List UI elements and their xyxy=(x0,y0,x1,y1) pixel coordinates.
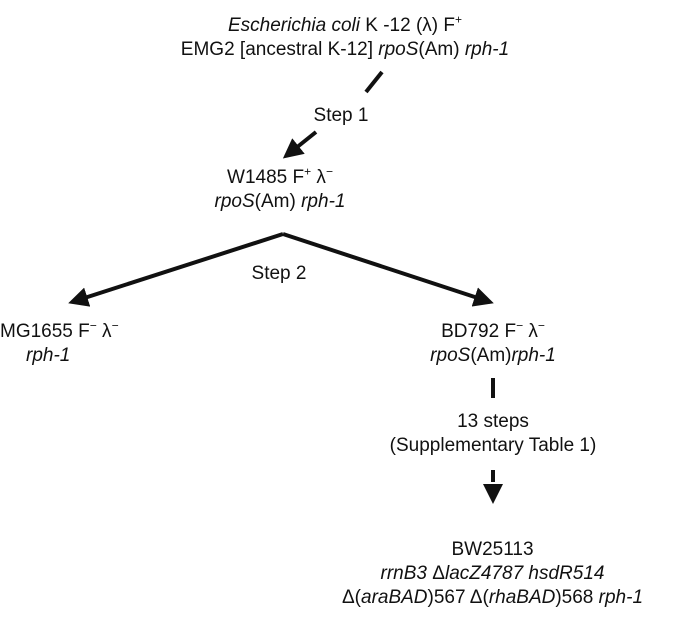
mg1655-lambda: λ xyxy=(96,321,112,342)
node-13-steps: 13 steps (Supplementary Table 1) xyxy=(363,410,623,458)
arrow-w1485-to-mg1655 xyxy=(68,232,284,307)
step2-label: Step 2 xyxy=(251,263,307,284)
bw-araBAD: araBAD xyxy=(361,587,428,608)
strain-label: K -12 (λ) F xyxy=(359,15,455,36)
bw-rph: rph-1 xyxy=(598,587,644,608)
bw-lacZ-hsdR: lacZ4787 hsdR514 xyxy=(444,563,605,584)
node-mg1655: MG1655 F− λ− rph-1 xyxy=(0,320,170,368)
node-w1485: W1485 F+ λ− rpoS(Am) rph-1 xyxy=(180,166,380,214)
amber-label: (Am) xyxy=(418,39,465,60)
bd792-name: BD792 F xyxy=(441,321,517,342)
w1485-rpoS: rpoS xyxy=(214,191,255,212)
w1485-rph: rph-1 xyxy=(301,191,346,212)
bd792-sup2: − xyxy=(537,318,545,333)
mg1655-name: MG1655 F xyxy=(0,321,90,342)
steps13-line2: (Supplementary Table 1) xyxy=(389,435,597,456)
bd792-lambda: λ xyxy=(523,321,538,342)
w1485-am: (Am) xyxy=(254,191,302,212)
step1-label: Step 1 xyxy=(313,105,369,126)
bd792-rpoS: rpoS xyxy=(430,345,471,366)
mg1655-sup1: − xyxy=(89,318,97,333)
bw-delta-ara-open: Δ( xyxy=(341,587,361,608)
node-bw25113: BW25113 rrnB3 ΔlacZ4787 hsdR514 Δ(araBAD… xyxy=(300,538,685,610)
bw25113-name: BW25113 xyxy=(451,539,534,560)
arrow-w1485-to-bd792 xyxy=(282,232,494,307)
steps13-line1: 13 steps xyxy=(457,411,529,432)
bd792-sup1: − xyxy=(516,318,524,333)
gene-rpoS: rpoS xyxy=(378,39,419,60)
species-name: Escherichia coli xyxy=(227,15,360,36)
node-bd792: BD792 F− λ− rpoS(Am)rph-1 xyxy=(393,320,593,368)
emg2-name: EMG2 [ancestral K-12] xyxy=(180,39,379,60)
bw-567-delta: )567 Δ( xyxy=(427,587,489,608)
fertility-sup: + xyxy=(455,12,463,27)
mg1655-sup2: − xyxy=(111,318,119,333)
node-emg2: Escherichia coli K -12 (λ) F+ EMG2 [ance… xyxy=(150,14,540,62)
arrow-step1-to-w1485 xyxy=(282,130,318,159)
w1485-sup2: − xyxy=(325,164,333,179)
bw-delta-lacZ: Δ xyxy=(432,563,445,584)
w1485-name: W1485 F xyxy=(227,167,305,188)
arrow-emg2-segment xyxy=(364,70,384,94)
w1485-lambda: λ xyxy=(311,167,326,188)
bw-568: )568 xyxy=(555,587,599,608)
bw-rhaBAD: rhaBAD xyxy=(488,587,556,608)
w1485-sup1: + xyxy=(304,164,312,179)
mg1655-rph: rph-1 xyxy=(26,345,71,366)
bd792-am: (Am) xyxy=(470,345,512,366)
bw-rrnB3: rrnB3 xyxy=(380,563,433,584)
bd792-rph: rph-1 xyxy=(511,345,556,366)
gene-rph: rph-1 xyxy=(464,39,510,60)
